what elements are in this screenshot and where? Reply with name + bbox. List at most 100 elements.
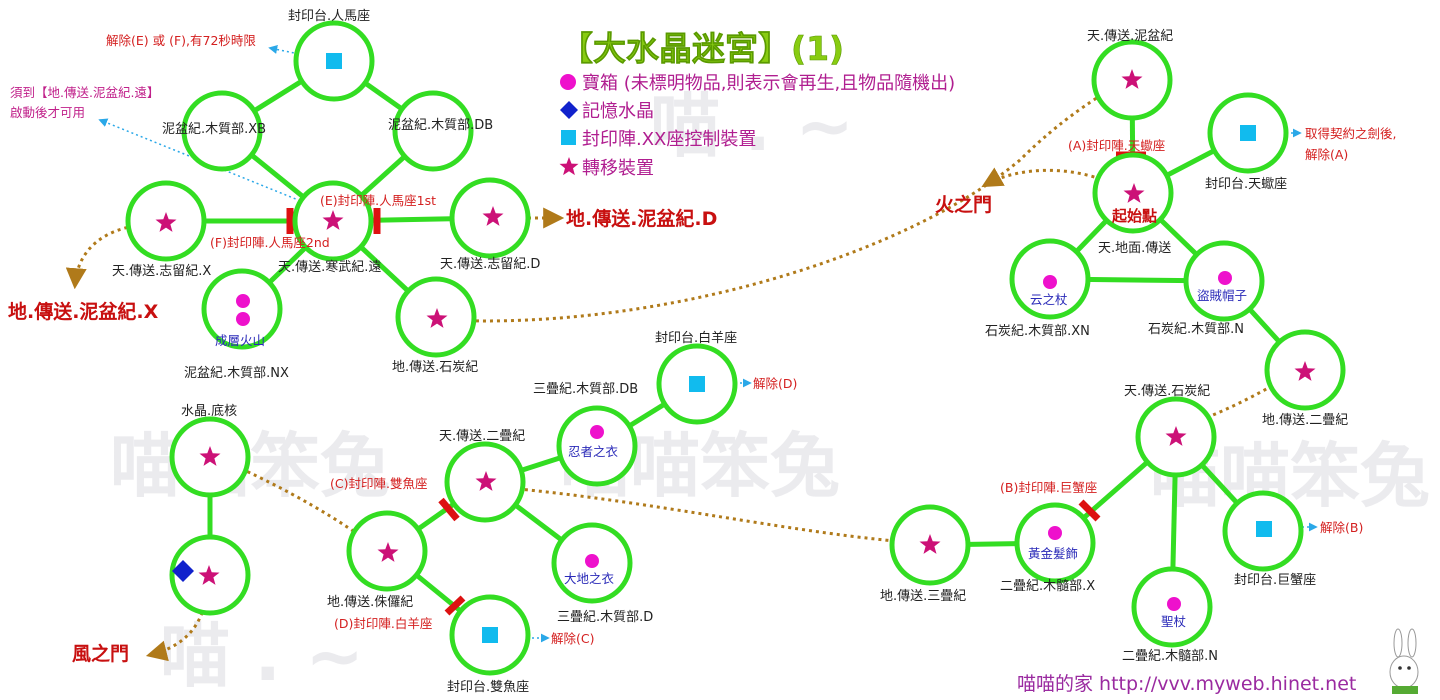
item-labels: 成層火山 忍者之衣 大地之衣 黃金髮飾 聖杖 云之杖 盜賊帽子: [215, 288, 1247, 629]
watermark: 喵喵笨兔: [110, 425, 390, 507]
memory-crystal-icon: [172, 560, 194, 582]
note-contract-line1: 取得契約之劍後,: [1305, 126, 1396, 141]
label-seal-a: (A)封印陣.天蠍座: [1068, 138, 1165, 153]
legend-seal: 封印陣.XX座控制裝置: [582, 129, 756, 150]
teleport-star-icon: [155, 212, 177, 232]
label-sanjoki-db: 三疊紀.木質部.DB: [533, 382, 638, 397]
label-sky-shiruki-x: 天.傳送.志留紀.X: [112, 264, 211, 279]
note-unlock-b: 解除(B): [1320, 520, 1363, 535]
label-seal-d: (D)封印陣.白羊座: [334, 616, 432, 631]
teleport-star-icon: [1165, 426, 1187, 446]
note-need-line1: 須到【地.傳送.泥盆紀.遠】: [10, 85, 159, 100]
chest-dot-icon: [236, 294, 250, 308]
label-seal-cancer: 封印台.巨蟹座: [1234, 573, 1316, 588]
label-nijoki-x: 二疊紀.木髓部.X: [1000, 579, 1095, 594]
label-seal-b: (B)封印陣.巨蟹座: [1000, 480, 1097, 495]
item-holy-staff: 聖杖: [1161, 614, 1187, 629]
label-sky-shiruki-d: 天.傳送.志留紀.D: [440, 257, 540, 272]
chest-dot-icon: [1167, 597, 1181, 611]
teleport-stars: [155, 69, 1316, 585]
label-seal-c: (C)封印陣.雙魚座: [330, 476, 427, 491]
site-footer: 喵喵的家 http://vvv.myweb.hinet.net: [1017, 673, 1356, 695]
item-ninja: 忍者之衣: [568, 444, 619, 459]
node-nijoki-x[interactable]: [1014, 502, 1096, 584]
seal-device-icon: [689, 376, 705, 392]
seal-device-icon: [482, 627, 498, 643]
label-seal-scorpio: 封印台.天蠍座: [1205, 177, 1287, 192]
route-nijoki-sanjoki: [492, 477, 925, 553]
item-gold-hair: 黃金髮飾: [1028, 546, 1078, 561]
label-sekitanki-xn: 石炭紀.木質部.XN: [985, 324, 1090, 339]
seal-bar-c: [438, 497, 460, 522]
label-ground-juraki: 地.傳送.侏儸紀: [327, 595, 413, 610]
legend-chest: 寶箱 (未標明物品,則表示會再生,且物品隨機出): [582, 73, 955, 94]
teleport-star-icon: [1121, 69, 1143, 89]
teleport-star-icon: [426, 308, 448, 328]
item-cloud: 云之杖: [1030, 292, 1068, 307]
route-sekitanki-nibonki: [443, 81, 1124, 332]
teleport-star-icon: [1294, 361, 1316, 381]
node-labels: 封印台.人馬座 泥盆紀.木質部.XB 泥盆紀.木質部.DB 天.傳送.志留紀.X…: [112, 9, 1348, 695]
notes: 解除(E) 或 (F),有72秒時限 須到【地.傳送.泥盆紀.遠】 啟動後才可用…: [10, 33, 1396, 646]
teleport-star-icon: [559, 157, 579, 176]
label-seal-aries: 封印台.白羊座: [655, 330, 737, 346]
label-nijoki-n: 二疊紀.木髓部.N: [1122, 649, 1218, 664]
node-markers: [172, 53, 1272, 643]
label-sanjoki-d: 三疊紀.木質部.D: [557, 610, 653, 625]
note-unlock-c: 解除(C): [551, 631, 594, 646]
map-title: 【大水晶迷宮】(1): [560, 29, 844, 68]
node-nibonki-nx[interactable]: [201, 268, 283, 350]
note-contract-line2: 解除(A): [1305, 147, 1348, 162]
label-nibonki-xb: 泥盆紀.木質部.XB: [162, 122, 266, 137]
label-nibonki-db: 泥盆紀.木質部.DB: [388, 118, 493, 133]
label-seal-pisces: 封印台.雙魚座: [447, 680, 529, 695]
dest-nibonki-x: 地.傳送.泥盆紀.X: [8, 300, 159, 323]
rabbit-mascot: [1389, 628, 1419, 694]
destinations: 地.傳送.泥盆紀.D 地.傳送.泥盆紀.X 火之門 風之門: [8, 193, 992, 665]
chest-dot-icon: [1048, 526, 1062, 540]
chest-dot-icon: [590, 425, 604, 439]
seal-device-icon: [561, 130, 576, 145]
legend: 【大水晶迷宮】(1) 寶箱 (未標明物品,則表示會再生,且物品隨機出) 記憶水晶…: [559, 29, 955, 179]
chest-dot-icon: [1043, 275, 1057, 289]
node-nibonki-xb[interactable]: [181, 90, 263, 172]
label-crystal-core: 水晶.底核: [181, 403, 237, 419]
chest-dot-icon: [560, 74, 576, 90]
node-nibonki-db[interactable]: [392, 90, 474, 172]
note-need-line2: 啟動後才可用: [10, 105, 85, 120]
teleport-star-icon: [475, 471, 497, 491]
label-ground-nijoki: 地.傳送.二疊紀: [1262, 413, 1348, 428]
seal-device-icon: [1240, 125, 1256, 141]
map-nodes: [125, 20, 1346, 676]
label-start: 起始點: [1111, 207, 1157, 225]
seal-device-icon: [326, 53, 342, 69]
dest-fire-gate: 火之門: [935, 193, 992, 216]
route-to-wind-gate: [145, 580, 218, 662]
legend-teleport: 轉移裝置: [582, 158, 654, 179]
seal-bar-b: [1078, 499, 1101, 522]
label-seal-e: (E)封印陣.人馬座1st: [320, 193, 436, 208]
teleport-star-icon: [559, 157, 579, 176]
label-seal-f: (F)封印陣.人馬座2nd: [210, 235, 330, 250]
label-sekitanki-n: 石炭紀.木質部.N: [1148, 322, 1244, 337]
chest-dot-icon: [1218, 271, 1232, 285]
teleport-star-icon: [377, 542, 399, 562]
seal-device-icon: [1256, 521, 1272, 537]
label-sky-ground-tp: 天.地面.傳送: [1098, 241, 1171, 256]
memory-crystal-icon: [560, 101, 578, 119]
node-sanjoki-db[interactable]: [556, 405, 638, 487]
chest-dot-icon: [585, 554, 599, 568]
label-sky-sekitanki: 天.傳送.石炭紀: [1124, 384, 1210, 399]
label-nibonki-nx: 泥盆紀.木質部.NX: [184, 366, 289, 381]
label-sky-nibonki: 天.傳送.泥盆紀: [1087, 29, 1173, 44]
item-volcano: 成層火山: [215, 333, 265, 348]
chest-dot-icon: [236, 312, 250, 326]
note-unlock-ef: 解除(E) 或 (F),有72秒時限: [106, 33, 256, 48]
teleport-star-icon: [482, 206, 504, 226]
item-thief-hat: 盜賊帽子: [1197, 288, 1247, 303]
watermark: 喵 . ~: [650, 85, 854, 167]
teleport-star-icon: [1123, 183, 1145, 203]
label-seal-sagittarius: 封印台.人馬座: [288, 9, 370, 24]
label-sky-nijoki: 天.傳送.二疊紀: [439, 429, 525, 444]
